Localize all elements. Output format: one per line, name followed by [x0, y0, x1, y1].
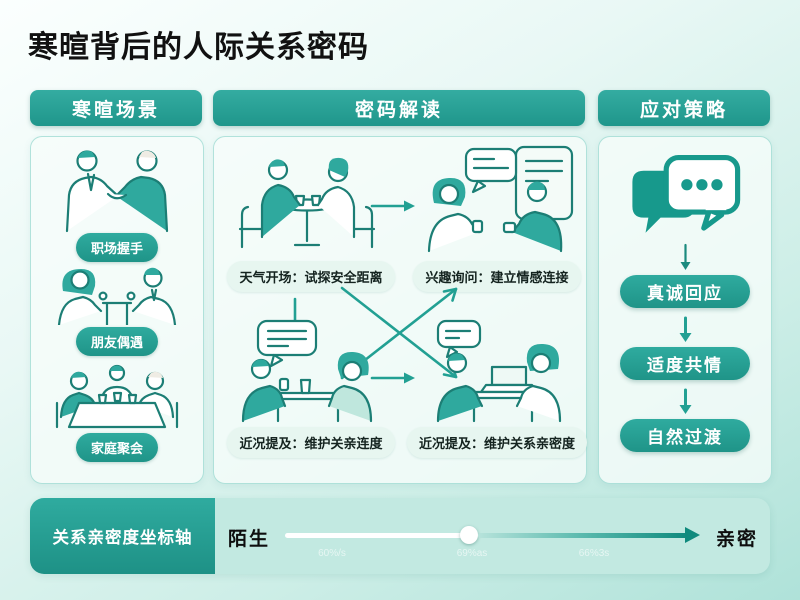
header-decode: 密码解读 [213, 90, 585, 126]
page-title: 寒暄背后的人际关系密码 [28, 31, 369, 64]
panel-strategy: 真诚回应 适度共情 自然过渡 [598, 136, 772, 484]
status-mention-illustration [241, 319, 373, 423]
axis-arrowhead-icon [685, 527, 700, 543]
header-scenes: 寒暄场景 [30, 90, 202, 126]
interest-inquiry-illustration [427, 145, 574, 253]
axis-track-right [478, 533, 688, 538]
axis-faint-mark: 60%/s [318, 548, 346, 559]
header-strategy: 应对策略 [598, 90, 770, 126]
axis-faint-mark: 66%3s [578, 548, 610, 559]
strategy-step-respond: 真诚回应 [620, 275, 750, 308]
axis-faint-mark: 69%as [456, 548, 488, 559]
panel-decode: 天气开场：试探安全距离 兴趣询问：建立情感连接 [213, 136, 588, 484]
decode-label-status-right: 近况提及：维护关系亲密度 [407, 427, 588, 458]
axis-end-label: 亲密 [716, 529, 759, 550]
family-gathering-illustration [55, 364, 179, 429]
cafe-table-chat-illustration [238, 157, 376, 249]
decode-label-interest: 兴趣询问：建立情感连接 [408, 261, 586, 292]
arrow-right-icon [370, 200, 415, 212]
arrow-right-icon [370, 372, 415, 384]
scene-label-family: 家庭聚会 [75, 433, 159, 462]
intimacy-axis-bar: 关系亲密度坐标轴 陌生 亲密 60%/s 69%as 66%3s [30, 498, 770, 574]
arrow-down-icon [680, 243, 691, 270]
scene-label-workplace: 职场握手 [75, 233, 159, 262]
axis-title: 关系亲密度坐标轴 [30, 498, 215, 574]
decode-label-status-left: 近况提及：维护关亲连度 [222, 427, 400, 458]
friends-encounter-illustration [57, 267, 177, 325]
strategy-step-empathy: 适度共情 [620, 347, 750, 380]
intimacy-maintenance-illustration [436, 319, 562, 423]
workplace-handshake-illustration [65, 150, 169, 233]
strategy-step-transition: 自然过渡 [620, 419, 750, 452]
chat-bubbles-icon [632, 154, 741, 233]
scene-label-friends: 朋友偶遇 [75, 327, 159, 356]
panel-scenes: 职场握手 朋友偶遇 [30, 136, 204, 484]
slider-knob[interactable] [460, 526, 478, 544]
arrow-down-icon [679, 388, 692, 414]
axis-track-left [285, 533, 469, 538]
axis-start-label: 陌生 [228, 529, 271, 550]
decode-label-weather: 天气开场：试探安全距离 [222, 261, 400, 292]
arrow-down-icon [679, 316, 692, 342]
